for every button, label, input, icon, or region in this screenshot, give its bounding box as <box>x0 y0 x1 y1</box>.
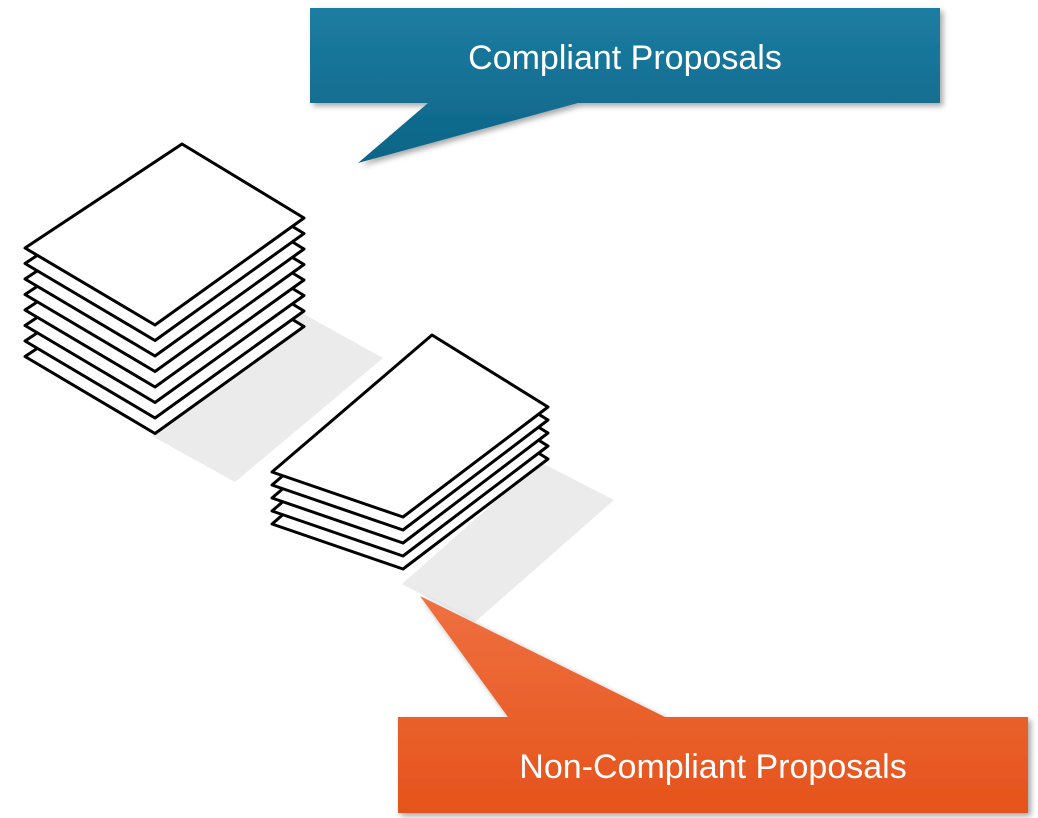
non-compliant-callout-shape <box>398 596 1028 813</box>
compliant-stack-shadow <box>152 312 383 482</box>
non-compliant-proposals-stack <box>270 333 550 571</box>
compliant-callout <box>310 8 940 163</box>
compliant-proposals-stack <box>23 142 306 435</box>
non-compliant-sheet-1 <box>270 333 550 519</box>
non-compliant-stack-shadow <box>402 462 614 622</box>
compliant-sheet-1 <box>23 142 306 327</box>
non-compliant-callout-label: Non-Compliant Proposals <box>519 748 906 786</box>
non-compliant-callout <box>398 596 1028 813</box>
compliant-callout-shape <box>310 8 940 163</box>
compliant-callout-label: Compliant Proposals <box>468 39 782 77</box>
